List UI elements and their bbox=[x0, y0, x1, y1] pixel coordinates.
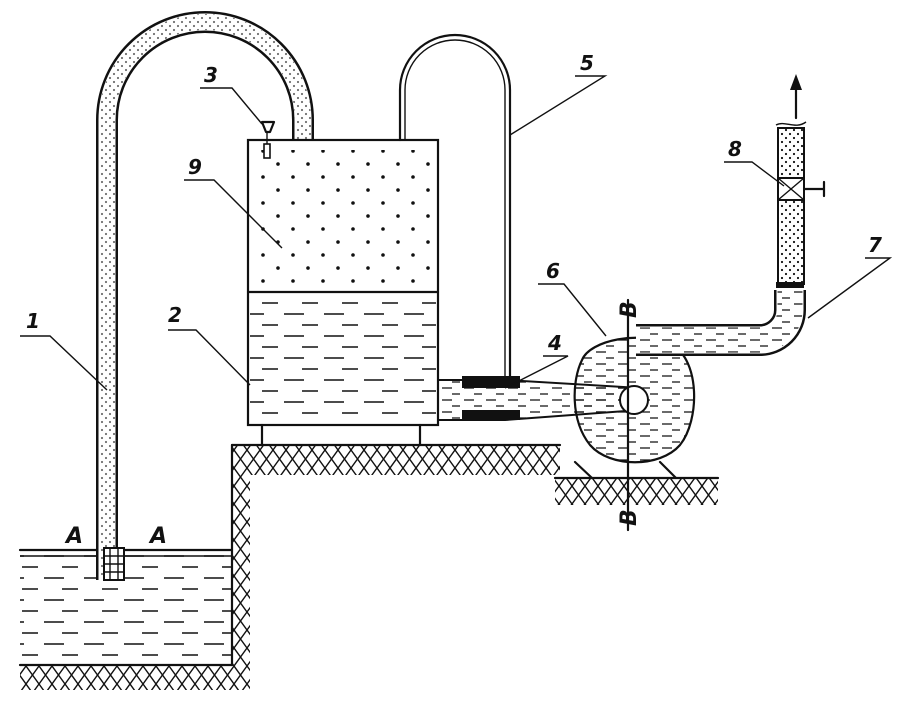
part-labels: 1 2 3 4 5 6 7 8 9 bbox=[26, 51, 882, 355]
suction-pipe bbox=[96, 11, 314, 581]
discharge-valve bbox=[777, 177, 826, 201]
section-b-bottom-label: B bbox=[617, 509, 642, 526]
valve bbox=[260, 120, 276, 159]
section-a-a: A A bbox=[64, 524, 167, 549]
pump bbox=[573, 336, 696, 464]
label-3: 3 bbox=[204, 63, 218, 87]
label-8: 8 bbox=[728, 137, 742, 161]
tank bbox=[246, 138, 440, 447]
lower-reservoir bbox=[18, 548, 234, 665]
label-6: 6 bbox=[546, 259, 560, 283]
leader-lines bbox=[20, 75, 893, 391]
label-9: 9 bbox=[188, 155, 202, 179]
label-4: 4 bbox=[547, 331, 562, 355]
label-5: 5 bbox=[580, 51, 594, 75]
section-b-top-label: B bbox=[617, 301, 642, 318]
label-7: 7 bbox=[868, 233, 882, 257]
discharge-pipe bbox=[636, 74, 807, 356]
section-b-b: B B bbox=[617, 298, 642, 532]
label-1: 1 bbox=[26, 309, 40, 333]
air-pipe bbox=[398, 33, 512, 382]
section-a-left-label: A bbox=[64, 524, 83, 549]
label-2: 2 bbox=[168, 303, 182, 327]
section-a-right-label: A bbox=[148, 524, 167, 549]
